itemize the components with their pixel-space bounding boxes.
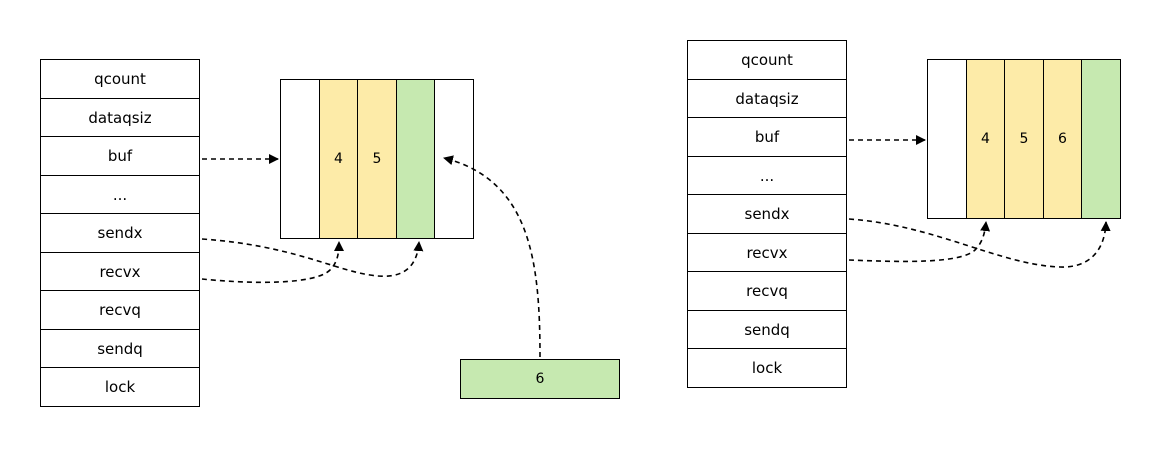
buffer-cell (280, 79, 320, 239)
buffer-cell (434, 79, 474, 239)
recvx-pointer-arrow (201, 241, 344, 284)
field-ellipsis: ... (40, 174, 200, 215)
buffer-cell: 6 (1042, 59, 1083, 219)
field-recvq: recvq (40, 290, 200, 330)
ring-buffer-before: 4 5 (280, 79, 474, 239)
buffer-cell (1081, 59, 1121, 219)
buffer-cell (395, 79, 436, 239)
field-sendx: sendx (687, 194, 847, 234)
field-dataqsiz: dataqsiz (40, 97, 200, 138)
field-qcount: qcount (40, 59, 200, 99)
ring-buffer-after: 4 5 6 (927, 59, 1121, 219)
field-recvx: recvx (687, 232, 847, 273)
buffer-cell: 5 (1004, 59, 1044, 219)
buffer-cell: 5 (357, 79, 397, 239)
sendx-pointer-arrow (848, 218, 1111, 268)
incoming-element: 6 (460, 359, 620, 399)
field-ellipsis: ... (687, 155, 847, 196)
buffer-cell: 4 (965, 59, 1006, 219)
field-buf: buf (40, 136, 200, 176)
recvx-pointer-arrow (848, 221, 991, 263)
field-recvx: recvx (40, 251, 200, 292)
buffer-cell (927, 59, 967, 219)
field-lock: lock (687, 348, 847, 388)
field-qcount: qcount (687, 40, 847, 80)
field-dataqsiz: dataqsiz (687, 78, 847, 119)
hchan-struct-after: qcount dataqsiz buf ... sendx recvx recv… (687, 40, 847, 388)
field-recvq: recvq (687, 271, 847, 311)
buffer-cell: 4 (318, 79, 359, 239)
field-buf: buf (687, 117, 847, 157)
field-sendx: sendx (40, 213, 200, 253)
field-lock: lock (40, 367, 200, 407)
sendx-pointer-arrow (201, 238, 424, 277)
field-sendq: sendq (687, 309, 847, 350)
field-sendq: sendq (40, 328, 200, 369)
hchan-struct-before: qcount dataqsiz buf ... sendx recvx recv… (40, 59, 200, 407)
